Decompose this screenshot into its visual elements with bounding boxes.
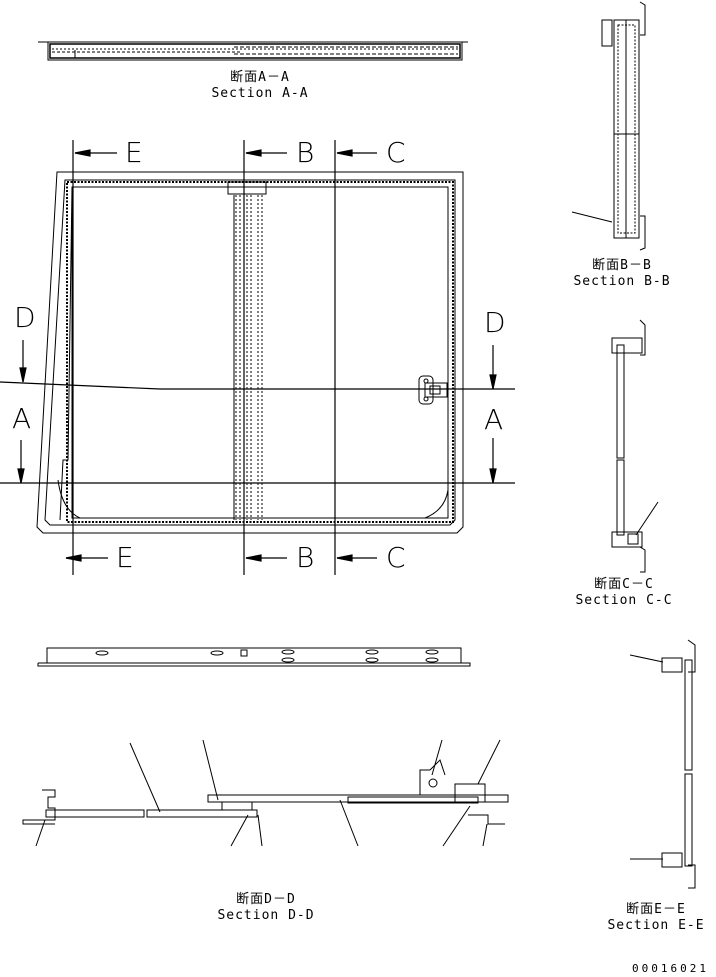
section-c-c-view bbox=[611, 319, 659, 573]
window-front-view bbox=[36, 171, 464, 534]
section-label-en: Section D-D bbox=[217, 908, 315, 923]
section-b-b-label: 断面B－B Section B-B bbox=[562, 258, 682, 290]
cut-marker-left-a: A bbox=[12, 402, 32, 435]
cut-marker-bottom-e: E bbox=[116, 541, 134, 574]
section-label-en: Section C-C bbox=[575, 593, 673, 608]
section-label-en: Section E-E bbox=[607, 918, 705, 933]
section-d-d-label: 断面D－D Section D-D bbox=[206, 892, 326, 924]
section-label-en: Section A-A bbox=[211, 86, 309, 101]
section-label-en: Section B-B bbox=[573, 274, 671, 289]
section-e-e-view bbox=[629, 639, 696, 889]
cut-lines bbox=[0, 140, 515, 575]
bottom-strip-view bbox=[37, 647, 471, 667]
cut-marker-top-b: B bbox=[296, 136, 315, 169]
section-e-e-label: 断面E－E Section E-E bbox=[596, 902, 716, 934]
section-label-jp: 断面A－A bbox=[230, 70, 290, 85]
section-c-c-label: 断面C－C Section C-C bbox=[564, 577, 684, 609]
section-label-jp: 断面D－D bbox=[236, 892, 296, 907]
section-label-jp: 断面C－C bbox=[594, 577, 654, 592]
section-a-a-view bbox=[38, 41, 468, 61]
section-b-b-view bbox=[571, 1, 646, 251]
cut-marker-right-a: A bbox=[484, 403, 504, 436]
cut-marker-top-e: E bbox=[125, 136, 143, 169]
cut-marker-right-d: D bbox=[484, 306, 506, 339]
part-number: 00016021 bbox=[632, 962, 709, 975]
cut-marker-bottom-b: B bbox=[296, 541, 315, 574]
section-d-d-view bbox=[22, 739, 509, 847]
latch-icon bbox=[418, 375, 448, 405]
section-a-a-label: 断面A－A Section A-A bbox=[200, 70, 320, 102]
section-label-jp: 断面B－B bbox=[592, 258, 652, 273]
cut-marker-left-d: D bbox=[14, 301, 36, 334]
section-label-jp: 断面E－E bbox=[626, 902, 686, 917]
cut-marker-top-c: C bbox=[386, 136, 406, 169]
cut-marker-bottom-c: C bbox=[386, 541, 406, 574]
